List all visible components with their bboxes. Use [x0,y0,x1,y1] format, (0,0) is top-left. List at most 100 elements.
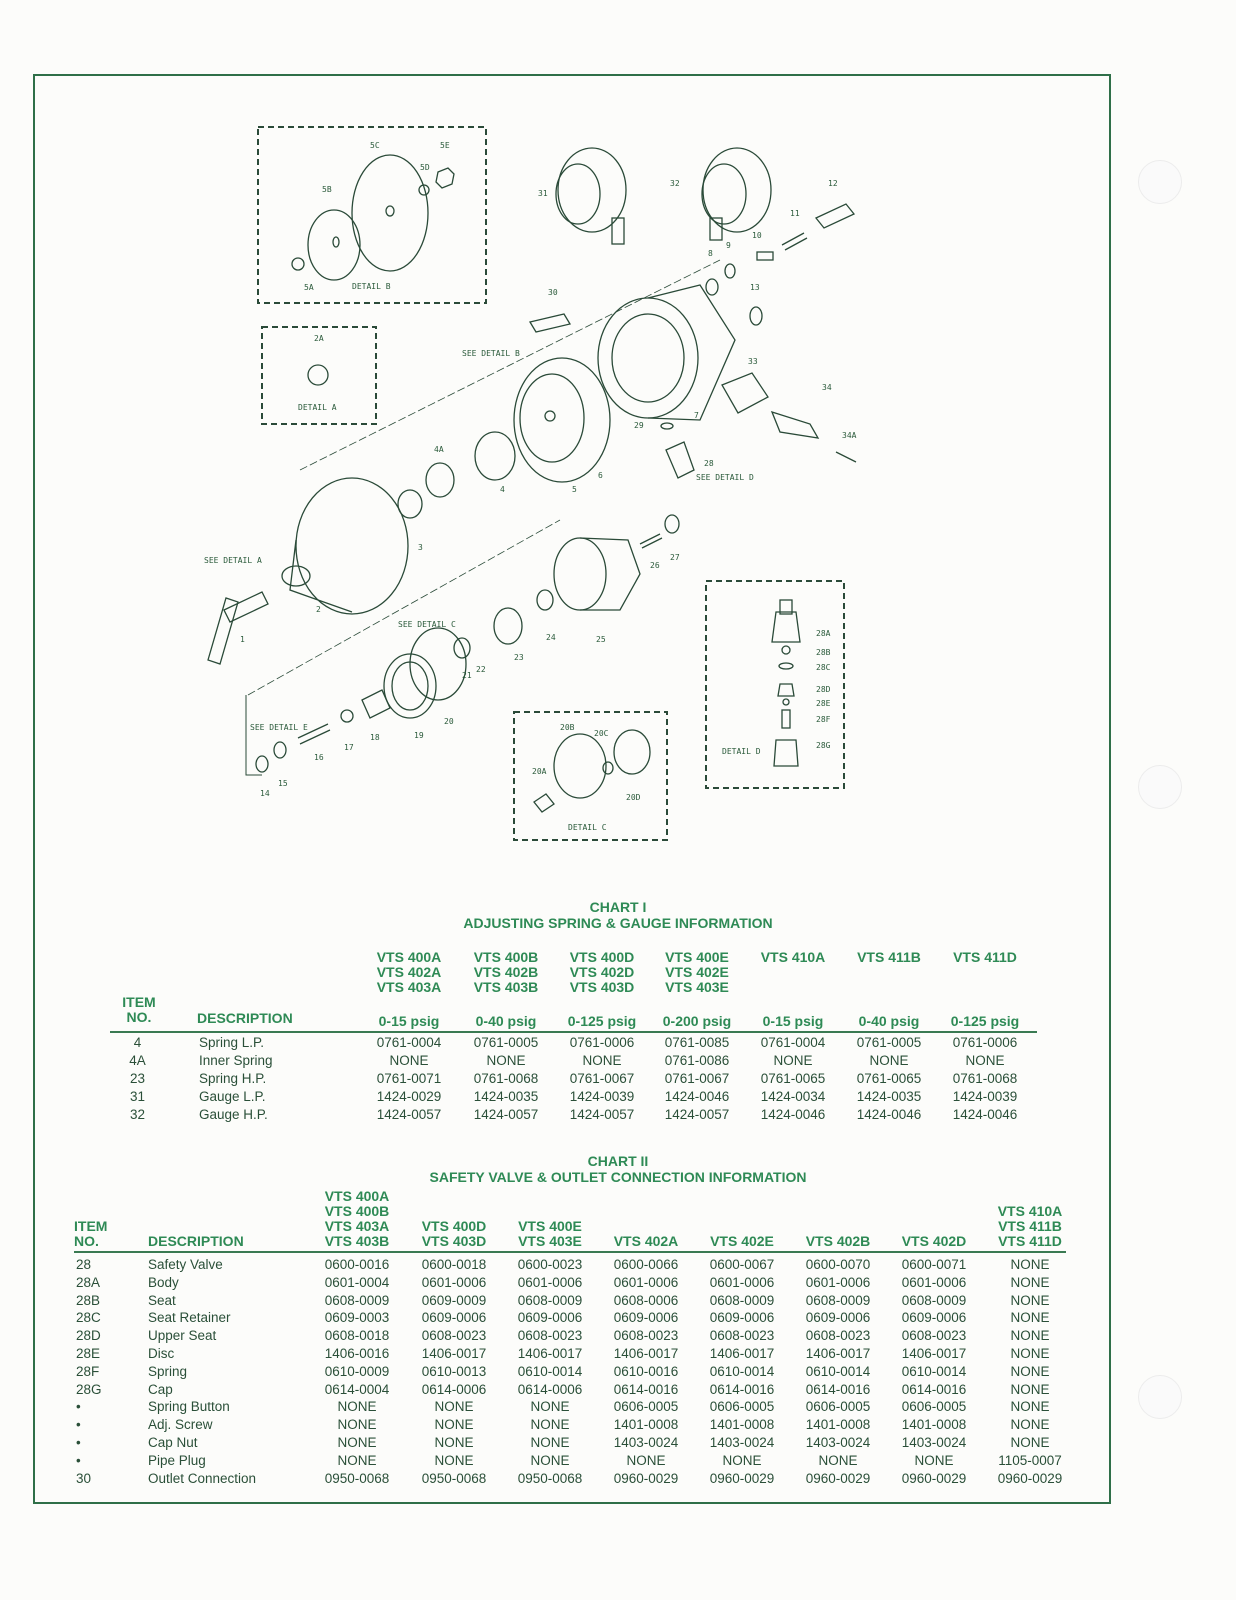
part-number-label: 6 [598,471,603,480]
chart1-model-header-line: VTS 403D [569,979,635,995]
part-number-label: 2A [314,334,324,343]
chart1-part-number: 1424-0034 [760,1089,826,1104]
detail-d-label: DETAIL D [722,747,761,756]
chart1-part-number: 0761-0086 [664,1053,730,1068]
chart2-part-number: 0950-0068 [517,1470,583,1486]
chart2-part-number: 0614-0016 [709,1381,775,1397]
chart2-part-number: NONE [914,1452,954,1468]
chart2-part-number: NONE [1010,1310,1050,1326]
chart2-part-number: 0608-0023 [613,1328,679,1344]
chart2-model-header-line: VTS 402B [805,1233,871,1249]
chart2-part-number: 0960-0029 [997,1470,1063,1486]
chart1-part-number: 0761-0085 [664,1035,730,1050]
chart2-part-number: NONE [1010,1417,1050,1433]
chart2-part-number: 0601-0006 [517,1274,583,1290]
chart2-part-number: 0601-0004 [324,1274,390,1290]
chart2-part-number: 0606-0005 [901,1399,967,1415]
chart2-part-number: NONE [1010,1346,1050,1361]
chart2-part-number: 0614-0016 [901,1381,967,1397]
chart2-part-number: 0609-0006 [901,1310,967,1326]
chart2-model-header-line: VTS 402D [901,1233,967,1249]
chart2-part-number: 0608-0018 [324,1328,390,1344]
part-number-label: 34 [822,383,832,392]
chart2-item-no: 28A [76,1274,101,1290]
chart2-part-number: NONE [722,1452,762,1468]
chart2-part-number: NONE [530,1417,570,1433]
chart2-item-no: 28D [76,1328,101,1344]
chart2-item-no: 28F [76,1363,100,1379]
chart2-model-header: VTS 402B [793,1234,883,1249]
chart1-description: Gauge L.P. [199,1089,266,1104]
chart2-model-header-line: VTS 400B [324,1203,390,1219]
part-number-label: 28A [816,629,831,638]
chart2-model-header-line: VTS 402A [613,1233,679,1249]
chart2-part-number: 1401-0008 [709,1417,775,1433]
part-number-label: 5A [304,283,314,292]
chart2-part-number: 0608-0023 [421,1328,487,1344]
chart2-part-number: 1403-0024 [805,1435,871,1450]
chart2-model-header: VTS 402A [601,1234,691,1249]
chart2-description: Spring Button [148,1399,230,1415]
chart2-part-number: 1406-0017 [613,1346,679,1361]
part-number-label: 33 [748,357,758,366]
chart2-item-no: 28C [76,1310,101,1326]
chart1-model-header-line: VTS 402E [665,964,729,980]
chart2-part-number: 0600-0023 [517,1257,583,1272]
chart2-part-number: 0610-0016 [613,1363,679,1379]
chart2-part-number: 0601-0006 [805,1274,871,1290]
see-detail-b-label: SEE DETAIL B [462,349,520,358]
chart2-model-header: VTS 402D [889,1234,979,1249]
part-number-label: 28E [816,699,831,708]
chart2-description: Body [148,1274,179,1290]
chart1-model-header-line: VTS 403E [665,979,729,995]
chart2-part-number: 0608-0009 [709,1292,775,1308]
chart2-description: Pipe Plug [148,1452,206,1468]
chart2-part-number: NONE [530,1435,570,1450]
chart1-item-header-line: ITEM [122,994,156,1010]
chart2-description: Seat [148,1292,176,1308]
detail-b-label: DETAIL B [352,282,391,291]
chart2-part-number: 0608-0009 [805,1292,871,1308]
detail-a-label: DETAIL A [298,403,337,412]
detail-c-label: DETAIL C [568,823,607,832]
chart2-part-number: 0600-0018 [421,1257,487,1272]
chart2-part-number: 1406-0017 [709,1346,775,1361]
chart2-model-header-line: VTS 410A [997,1203,1063,1219]
chart2-description: Adj. Screw [148,1417,213,1433]
part-number-label: 28G [816,741,831,750]
chart1-part-number: 0761-0005 [856,1035,922,1050]
chart2-description: Seat Retainer [148,1310,231,1326]
chart2-part-number: 0609-0009 [421,1292,487,1308]
part-number-label: 28B [816,648,831,657]
detail-b-box [257,126,487,304]
chart2-part-number: 0608-0009 [324,1292,390,1308]
chart1-model-header-line: VTS 411B [857,949,921,965]
chart2-model-header-line: VTS 400D [421,1218,487,1234]
part-number-label: 32 [670,179,680,188]
chart2-part-number: 1401-0008 [901,1417,967,1433]
chart2-part-number: NONE [1010,1381,1050,1397]
chart1-item-no: 32 [129,1107,146,1122]
part-number-label: 23 [514,653,524,662]
chart1-part-number: 0761-0068 [473,1071,539,1086]
chart1-part-number: 1424-0046 [760,1107,826,1122]
chart2-description-header: DESCRIPTION [148,1233,244,1249]
part-number-label: 12 [828,179,838,188]
chart2-part-number: 1406-0017 [805,1346,871,1361]
chart2-description: Safety Valve [148,1257,223,1272]
chart1-part-number: 0761-0065 [760,1071,826,1086]
chart2-part-number: 0608-0006 [613,1292,679,1308]
chart1-range-header: 0-15 psig [762,1013,824,1029]
chart2-model-header-line: VTS 411D [998,1233,1062,1249]
part-number-label: 13 [750,283,760,292]
chart1-item-no: 4 [133,1035,142,1050]
chart2-part-number: 1403-0024 [613,1435,679,1450]
chart1-model-header-line: VTS 402B [473,964,539,980]
chart2-part-number: 1406-0017 [901,1346,967,1361]
part-number-label: 1 [240,635,245,644]
part-number-label: 31 [538,189,548,198]
part-number-label: 30 [548,288,558,297]
